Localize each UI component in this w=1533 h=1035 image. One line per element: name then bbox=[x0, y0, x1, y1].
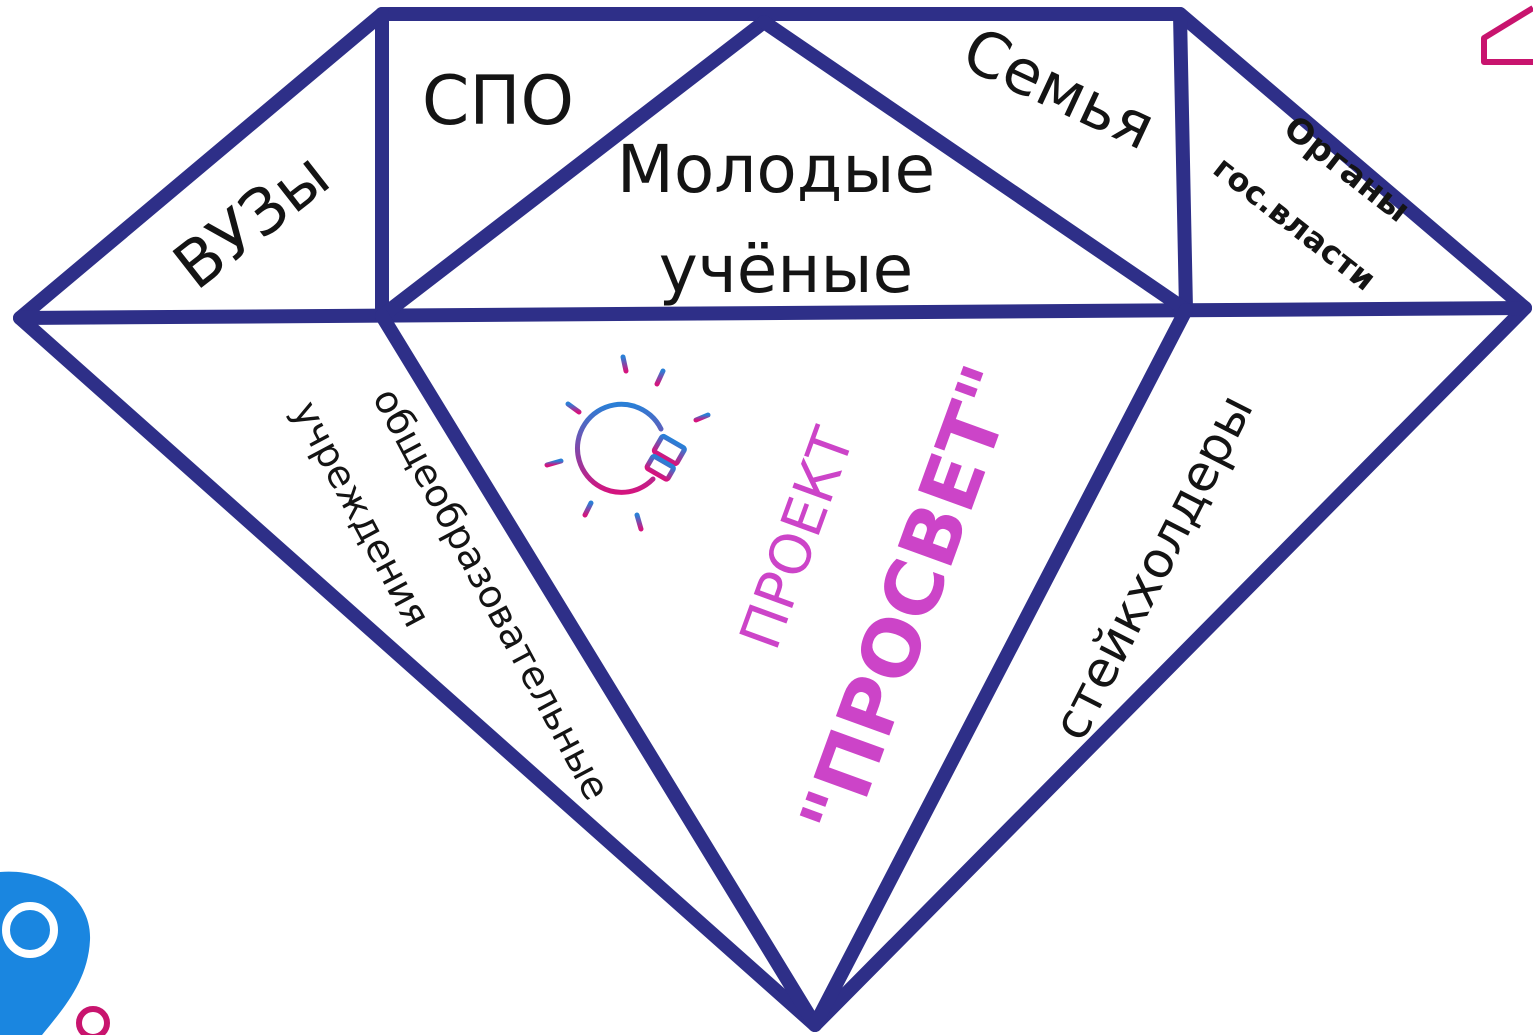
diamond-outer-edge bbox=[13, 7, 1532, 1032]
home-outline-icon bbox=[1481, 5, 1533, 65]
girdle-line bbox=[13, 301, 1532, 325]
project-word: ПРОЕКТ bbox=[728, 419, 868, 657]
label-family: Семья bbox=[952, 13, 1166, 165]
label-stakeholders: стейкхолдеры bbox=[1041, 385, 1265, 749]
facet-line-inner-left bbox=[375, 15, 771, 323]
location-pin-icon bbox=[0, 871, 110, 1035]
facet-line-inner-right bbox=[757, 15, 1193, 317]
pavilion-line-right bbox=[808, 303, 1193, 1032]
facet-line-right-vertical bbox=[1173, 7, 1193, 317]
label-spo: СПО bbox=[422, 62, 574, 141]
label-young-scientists-line1: Молодые bbox=[617, 131, 935, 208]
pavilion-line-left bbox=[375, 309, 822, 1032]
label-vuzy: ВУЗы bbox=[161, 139, 344, 305]
diamond-outline bbox=[13, 7, 1532, 1032]
lightbulb-icon bbox=[544, 354, 711, 532]
label-young-scientists-line2: учёные bbox=[659, 231, 914, 308]
